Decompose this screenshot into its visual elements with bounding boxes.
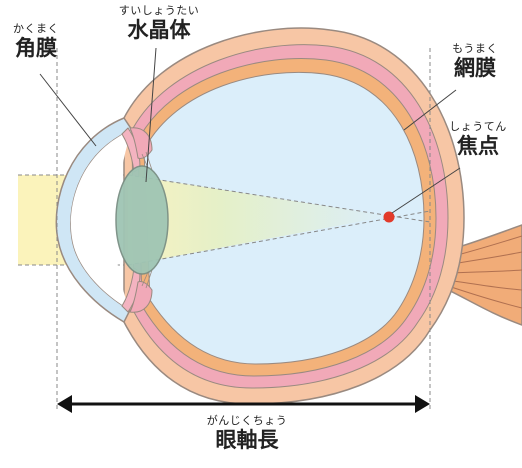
axial-length-label: がんじくちょう 眼軸長	[192, 414, 302, 453]
focus-term: 焦点	[457, 134, 499, 158]
lens-leader-line	[145, 47, 157, 183]
lens-reading: すいしょうたい	[118, 4, 200, 17]
double-headed-arrow-icon	[57, 395, 430, 413]
light-cone	[128, 175, 390, 265]
cornea-term: 角膜	[15, 36, 57, 60]
lens-label: すいしょうたい 水晶体	[104, 4, 214, 43]
retina-term: 網膜	[454, 56, 496, 80]
cone-lower-ray	[127, 210, 431, 266]
axial-length-reading: がんじくちょう	[206, 414, 288, 427]
ciliary-body-lower	[129, 281, 153, 313]
axial-length-term: 眼軸長	[215, 428, 279, 452]
retina-label: もうまく 網膜	[440, 42, 510, 81]
crystalline-lens	[115, 165, 169, 275]
focus-reading: しょうてん	[449, 120, 507, 133]
focus-leader-line	[391, 167, 461, 214]
focus-label: しょうてん 焦点	[436, 120, 520, 159]
anterior-chamber	[70, 130, 132, 310]
cornea-reading: かくまく	[13, 22, 59, 35]
retina-leader-line	[403, 89, 457, 131]
retina-reading: もうまく	[452, 42, 498, 55]
lens-term: 水晶体	[127, 18, 191, 42]
cornea-label: かくまく 角膜	[6, 22, 66, 61]
cornea-leader-line	[39, 73, 97, 147]
cone-upper-ray	[127, 174, 431, 223]
red-dot-icon	[383, 211, 395, 223]
ciliary-body-upper	[129, 127, 153, 159]
